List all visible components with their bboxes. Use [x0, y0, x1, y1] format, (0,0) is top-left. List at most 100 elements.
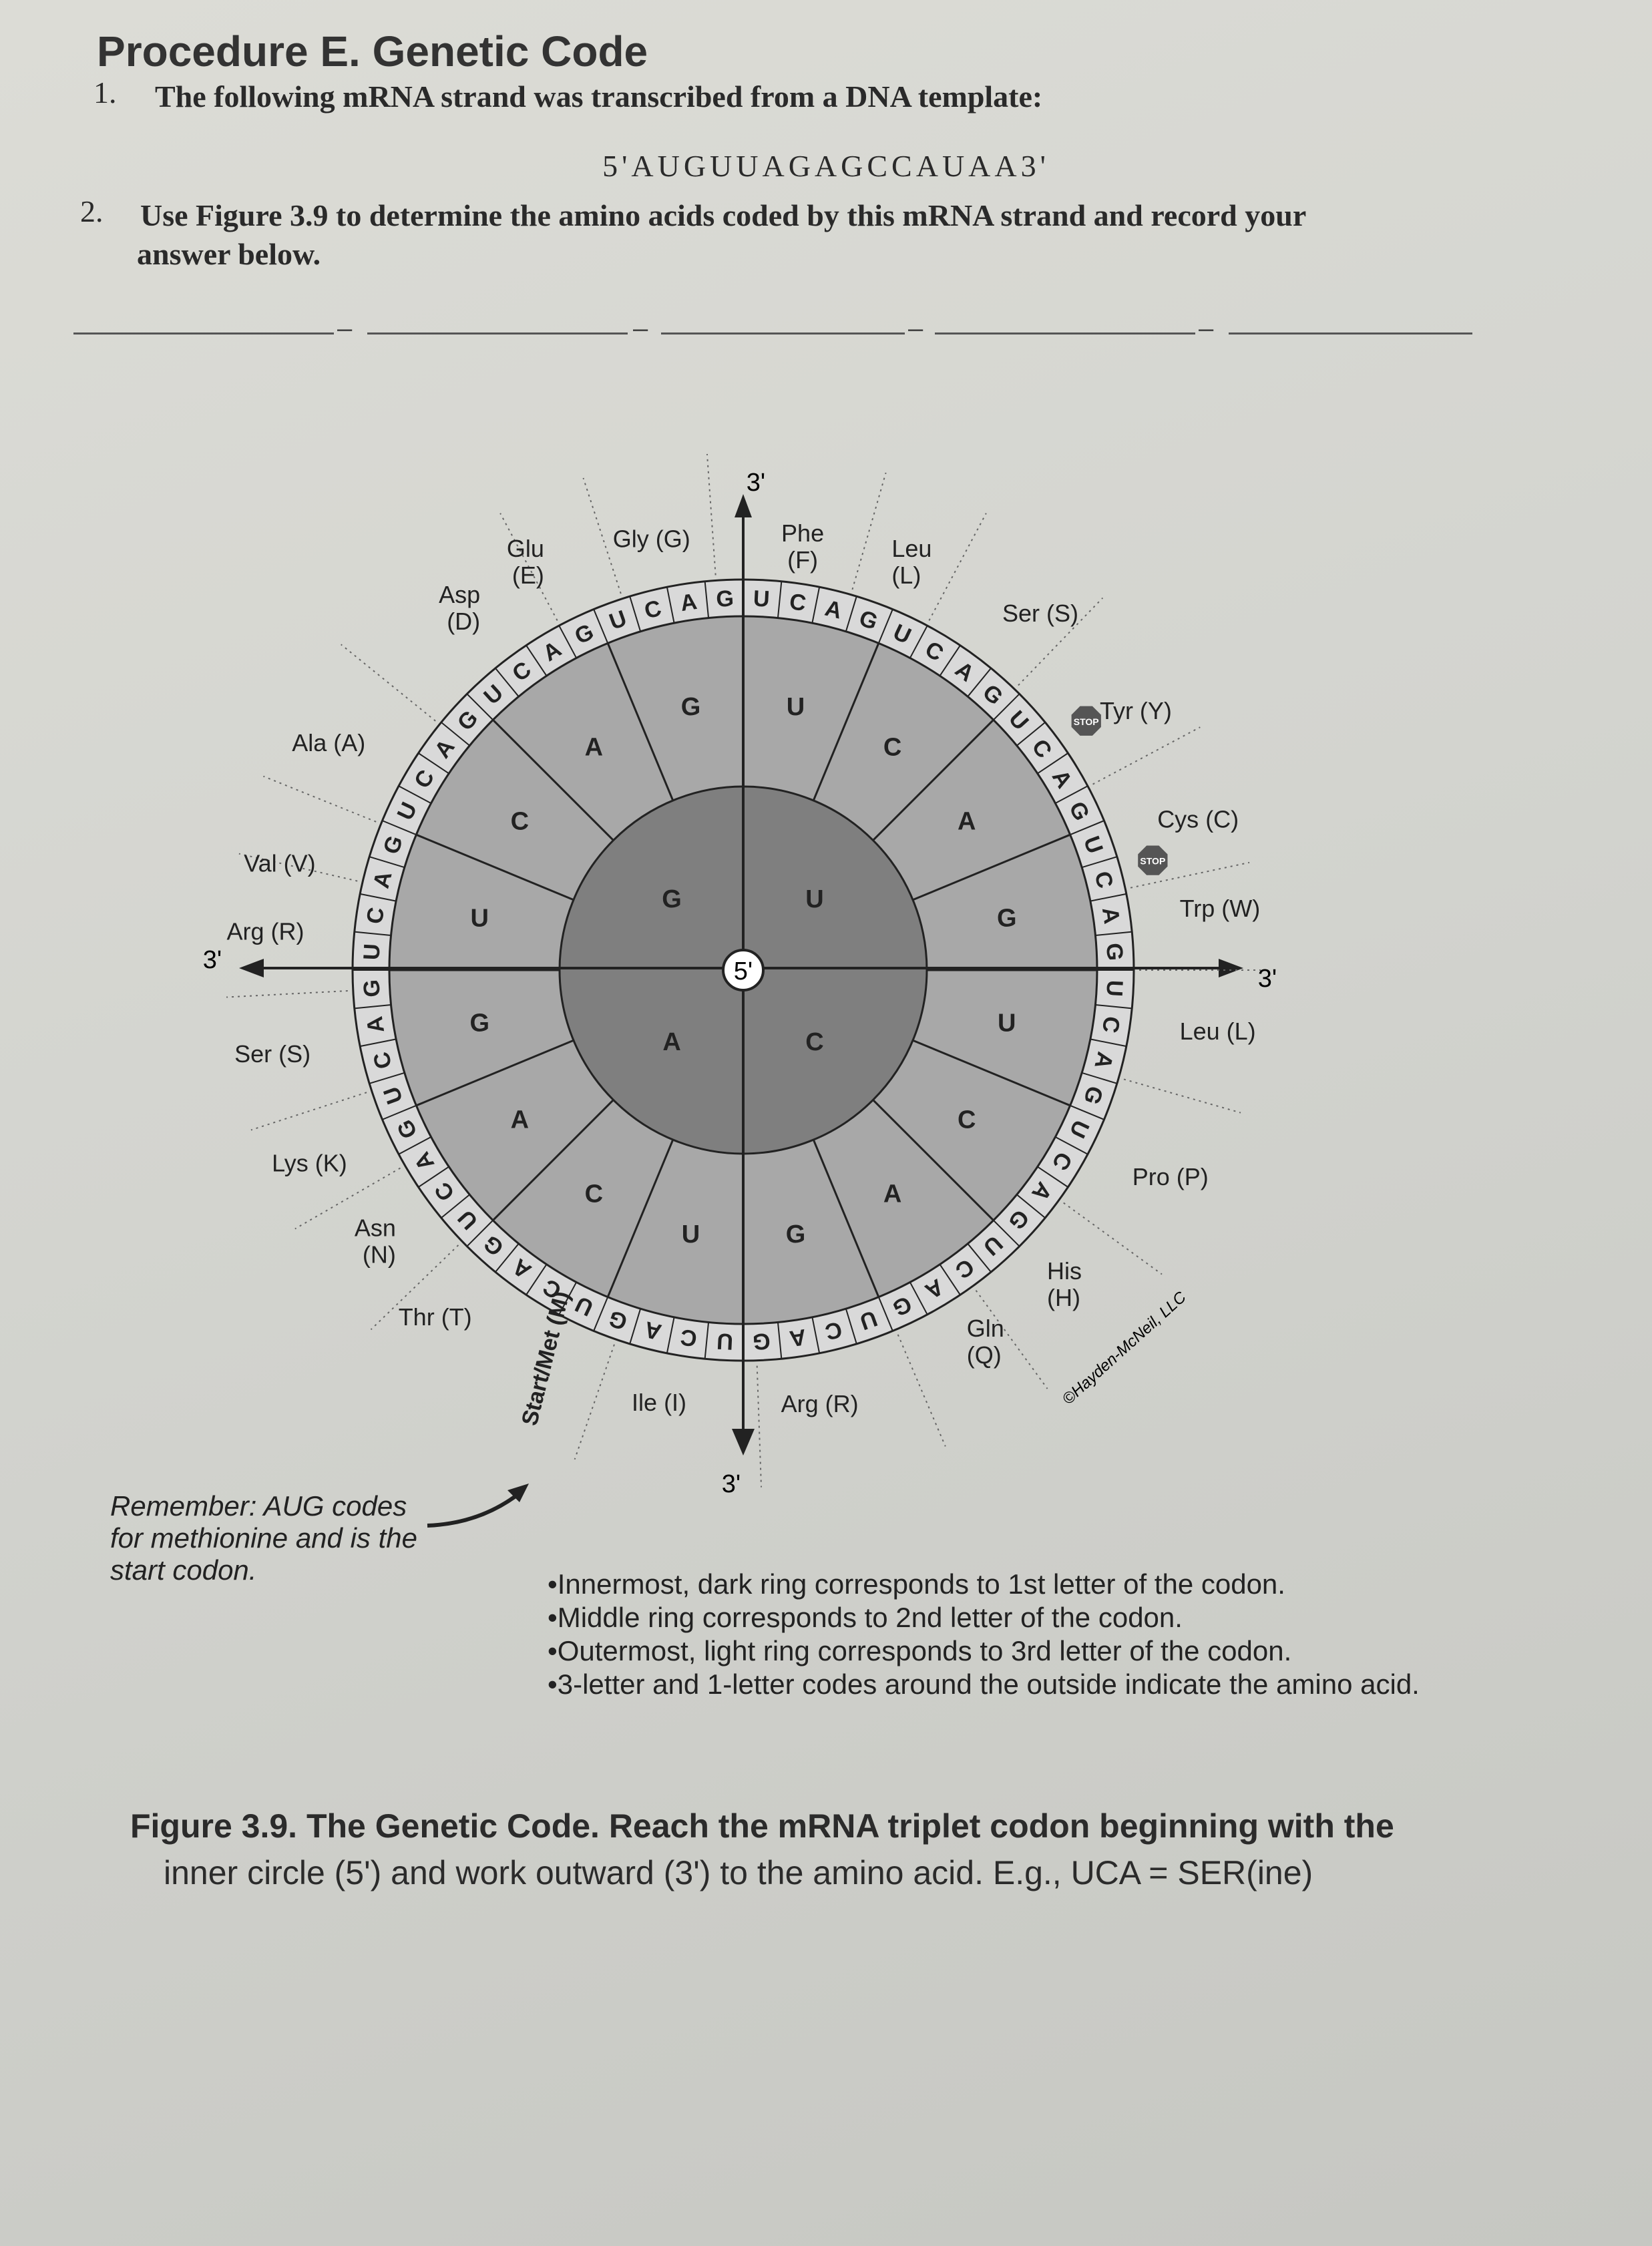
stop-sign-icon: [1071, 706, 1101, 736]
answer-blank-5[interactable]: [1229, 332, 1472, 334]
arrow-left-icon: [239, 959, 264, 977]
bullet-item: Innermost, dark ring corresponds to 1st …: [548, 1568, 1420, 1601]
amino-acid-label: (F): [787, 546, 818, 574]
amino-acid-label: Trp (W): [1180, 895, 1261, 922]
amino-acid-label: Ser (S): [234, 1040, 311, 1068]
codon-second-letter: G: [786, 1220, 806, 1249]
stop-label: STOP: [1140, 856, 1165, 867]
amino-acid-label: Leu (L): [1180, 1018, 1256, 1045]
codon-second-letter: A: [883, 1180, 901, 1208]
answer-blank-2[interactable]: [367, 332, 628, 334]
codon-second-letter: U: [682, 1220, 700, 1249]
remember-line-1: Remember: AUG codes: [110, 1490, 407, 1522]
amino-acid-label: (D): [447, 608, 480, 635]
amino-acid-label: Arg (R): [227, 917, 304, 945]
amino-acid-label: Ile (I): [632, 1389, 686, 1416]
amino-acid-label: Arg (R): [781, 1390, 859, 1417]
legend-bullets: Innermost, dark ring corresponds to 1st …: [548, 1568, 1420, 1701]
codon-third-letter: G: [716, 586, 735, 612]
arrow-up-icon: [735, 494, 752, 517]
remember-line-2c: is the: [350, 1522, 417, 1554]
center-circle: [722, 949, 765, 991]
answer-blank-1[interactable]: [73, 332, 334, 334]
codon-second-letter: G: [681, 693, 701, 721]
arrow-right-icon: [1219, 959, 1243, 977]
question-1-number: 1.: [93, 75, 117, 109]
codon-third-letter: G: [359, 979, 385, 997]
axis-label-top: 3': [747, 469, 765, 497]
codon-second-letter: U: [998, 1009, 1016, 1038]
caption-line-1: Figure 3.9. The Genetic Code. Reach the …: [130, 1807, 1394, 1845]
codon-third-letter: G: [752, 1328, 771, 1354]
codon-second-letter: G: [997, 904, 1017, 932]
amino-acid-label: Phe: [781, 519, 824, 547]
answer-dash: –: [908, 314, 923, 343]
codon-first-letter: A: [662, 1028, 680, 1056]
question-2-text-line1: Use Figure 3.9 to determine the amino ac…: [140, 198, 1307, 232]
amino-acid-label: Ala (A): [292, 729, 365, 756]
amino-acid-label: Thr (T): [399, 1303, 472, 1331]
answer-dash: –: [1199, 314, 1214, 343]
figure-caption: Figure 3.9. The Genetic Code. Reach the …: [130, 1803, 1399, 1896]
amino-acid-label: Start/Met (M): [517, 1289, 575, 1428]
amino-acid-label: (N): [363, 1241, 396, 1268]
codon-first-letter: U: [805, 885, 823, 913]
remember-arrow-icon: [507, 1484, 529, 1502]
codon-second-letter: U: [471, 904, 489, 932]
amino-acid-label: Val (V): [244, 849, 315, 877]
amino-acid-label: (Q): [967, 1341, 1002, 1369]
codon-third-letter: C: [678, 1324, 698, 1351]
amino-acid-label: Glu: [507, 535, 544, 562]
amino-acid-label: (H): [1047, 1284, 1080, 1311]
codon-second-letter: C: [883, 733, 901, 761]
codon-third-letter: C: [1097, 1015, 1124, 1035]
amino-acid-label: Tyr (Y): [1100, 697, 1172, 724]
codon-third-letter: A: [788, 1324, 808, 1351]
axis-label-right: 3': [1258, 965, 1277, 993]
codon-second-letter: C: [958, 1106, 976, 1134]
amino-acid-label: Gln: [967, 1315, 1004, 1342]
codon-second-letter: A: [511, 1106, 529, 1134]
codon-second-letter: G: [469, 1009, 489, 1038]
bullet-item: Outermost, light ring corresponds to 3rd…: [548, 1634, 1420, 1668]
codon-second-letter: C: [585, 1180, 603, 1208]
amino-acid-label: Asp: [439, 581, 480, 608]
remember-line-2b: and: [288, 1522, 351, 1554]
question-1-text: The following mRNA strand was transcribe…: [155, 79, 1043, 114]
question-2-number: 2.: [80, 194, 104, 228]
answer-blank-4[interactable]: [935, 332, 1195, 334]
codon-second-letter: A: [958, 807, 976, 835]
codon-third-letter: U: [359, 943, 385, 960]
codon-second-letter: C: [511, 807, 529, 835]
codon-third-letter: C: [788, 589, 808, 616]
question-2-text-line2: answer below.: [137, 237, 321, 271]
answer-blank-3[interactable]: [661, 332, 905, 334]
stop-sign-icon: [1138, 845, 1168, 875]
bullet-item: Middle ring corresponds to 2nd letter of…: [548, 1601, 1420, 1634]
codon-third-letter: C: [362, 905, 389, 925]
arrow-down-icon: [732, 1429, 755, 1455]
amino-acid-label: Cys (C): [1157, 805, 1239, 833]
page-title: Procedure E. Genetic Code: [97, 27, 648, 75]
codon-third-letter: U: [753, 586, 770, 612]
amino-acid-label: Asn: [355, 1214, 396, 1241]
amino-acid-label: Pro (P): [1132, 1163, 1209, 1190]
center-label: 5': [734, 957, 753, 985]
axis-label-left: 3': [203, 946, 222, 974]
amino-acid-label: (L): [891, 562, 921, 589]
amino-acid-label: (E): [512, 562, 544, 589]
amino-acid-label: Ser (S): [1002, 600, 1078, 627]
codon-third-letter: U: [1101, 979, 1127, 997]
bullet-item: 3-letter and 1-letter codes around the o…: [548, 1668, 1420, 1701]
amino-acid-label: Lys (K): [272, 1149, 347, 1176]
codon-second-letter: A: [585, 733, 603, 761]
amino-acid-label: Leu: [891, 535, 932, 562]
amino-acid-label: Gly (G): [613, 525, 690, 552]
codon-third-letter: A: [362, 1015, 389, 1035]
codon-first-letter: C: [805, 1028, 823, 1056]
codon-third-letter: U: [716, 1328, 733, 1354]
codon-third-letter: G: [1101, 943, 1127, 961]
codon-third-letter: A: [1097, 905, 1124, 925]
codon-third-letter: A: [678, 589, 698, 616]
